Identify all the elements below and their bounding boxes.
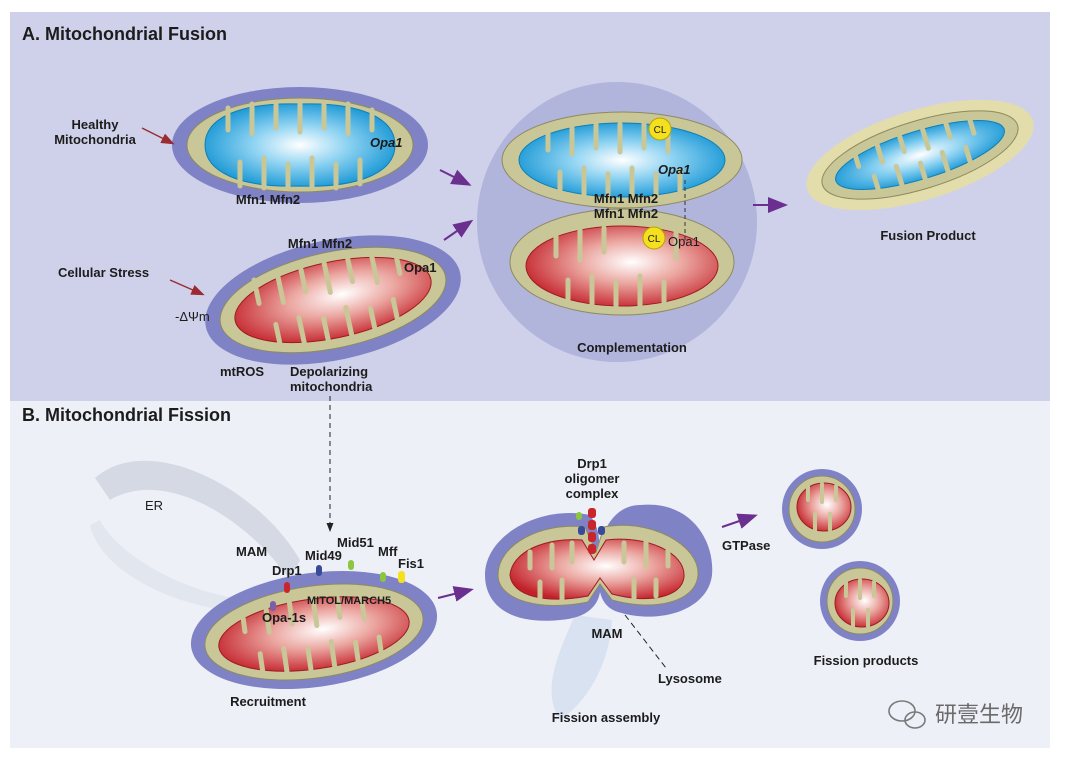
healthy-mitochondrion	[172, 87, 428, 203]
mff-label: Mff	[378, 544, 398, 559]
lysosome-label: Lysosome	[658, 671, 722, 686]
fission-products-label: Fission products	[814, 653, 919, 668]
complementation-complex	[477, 82, 757, 362]
mam-label: MAM	[236, 544, 267, 559]
mid49-label: Mid49	[305, 548, 342, 563]
watermark-text: 研壹生物	[935, 703, 1023, 728]
healthy-pointer-arrow	[141, 127, 175, 145]
fission-assembly-label: Fission assembly	[552, 710, 661, 725]
mfn-top-label: Mfn1 Mfn2	[236, 192, 300, 207]
mfn-red-label: Mfn1 Mfn2	[288, 236, 352, 251]
drp1-receptor-icon	[284, 582, 290, 593]
gtpase-arrow	[721, 513, 758, 529]
stress-pointer-arrow	[169, 279, 205, 296]
lysosome-shape	[551, 615, 612, 720]
fission-product-2	[820, 561, 900, 641]
drp1-label: Drp1	[272, 563, 302, 578]
fis1-receptor-icon	[398, 571, 405, 583]
gtpase-label: GTPase	[722, 538, 770, 553]
recruitment-mitochondrion	[190, 560, 438, 690]
mid51-label: Mid51	[337, 535, 374, 550]
fusion-product-mitochondrion	[806, 99, 1034, 211]
panel-b-title: B. Mitochondrial Fission	[22, 405, 231, 425]
opa1-red-label: Opa1	[404, 260, 437, 275]
opa1-comp-blue-label: Opa1	[658, 162, 691, 177]
lysosome-connector	[624, 614, 667, 669]
mid51-receptor-icon	[348, 560, 354, 570]
cl-label-top: CL	[654, 125, 667, 136]
wechat-icon	[888, 700, 926, 729]
arrow-healthy-to-complementation	[439, 169, 472, 186]
drp1-oligomer-ring-icon	[576, 508, 605, 554]
mitol-label: MITOL/MARCH5	[307, 595, 391, 607]
arrow-to-fission-assembly	[437, 586, 474, 602]
panel-a-title: A. Mitochondrial Fusion	[22, 24, 227, 44]
fission-product-1	[782, 469, 862, 549]
er-label: ER	[145, 498, 163, 513]
mam-assembly-label: MAM	[591, 626, 622, 641]
mff-receptor-icon	[380, 572, 386, 582]
mtros-label: mtROS	[220, 364, 264, 379]
complementation-label: Complementation	[577, 340, 687, 355]
watermark: 研壹生物	[888, 700, 1023, 729]
arrow-stress-to-complementation	[443, 219, 474, 241]
opa1-comp-red-label: Opa1	[668, 234, 700, 249]
recruitment-label: Recruitment	[230, 694, 307, 709]
fis1-label: Fis1	[398, 556, 424, 571]
depolarized-mitochondrion	[205, 235, 461, 365]
cl-label-bottom: CL	[648, 234, 661, 245]
opa1s-label: Opa-1s	[262, 610, 306, 625]
delta-psi-label: -ΔΨm	[175, 309, 210, 324]
opa1s-receptor-icon	[270, 601, 276, 611]
fusion-product-label: Fusion Product	[880, 228, 976, 243]
mfn-comp-label-2: Mfn1 Mfn2	[594, 206, 658, 221]
fission-assembly-mitochondrion	[485, 504, 713, 621]
mfn-comp-label-1: Mfn1 Mfn2	[594, 191, 658, 206]
mid49-receptor-icon	[316, 565, 322, 576]
opa1-blue-label: Opa1	[370, 135, 403, 150]
cellular-stress-label: Cellular Stress	[58, 265, 149, 280]
